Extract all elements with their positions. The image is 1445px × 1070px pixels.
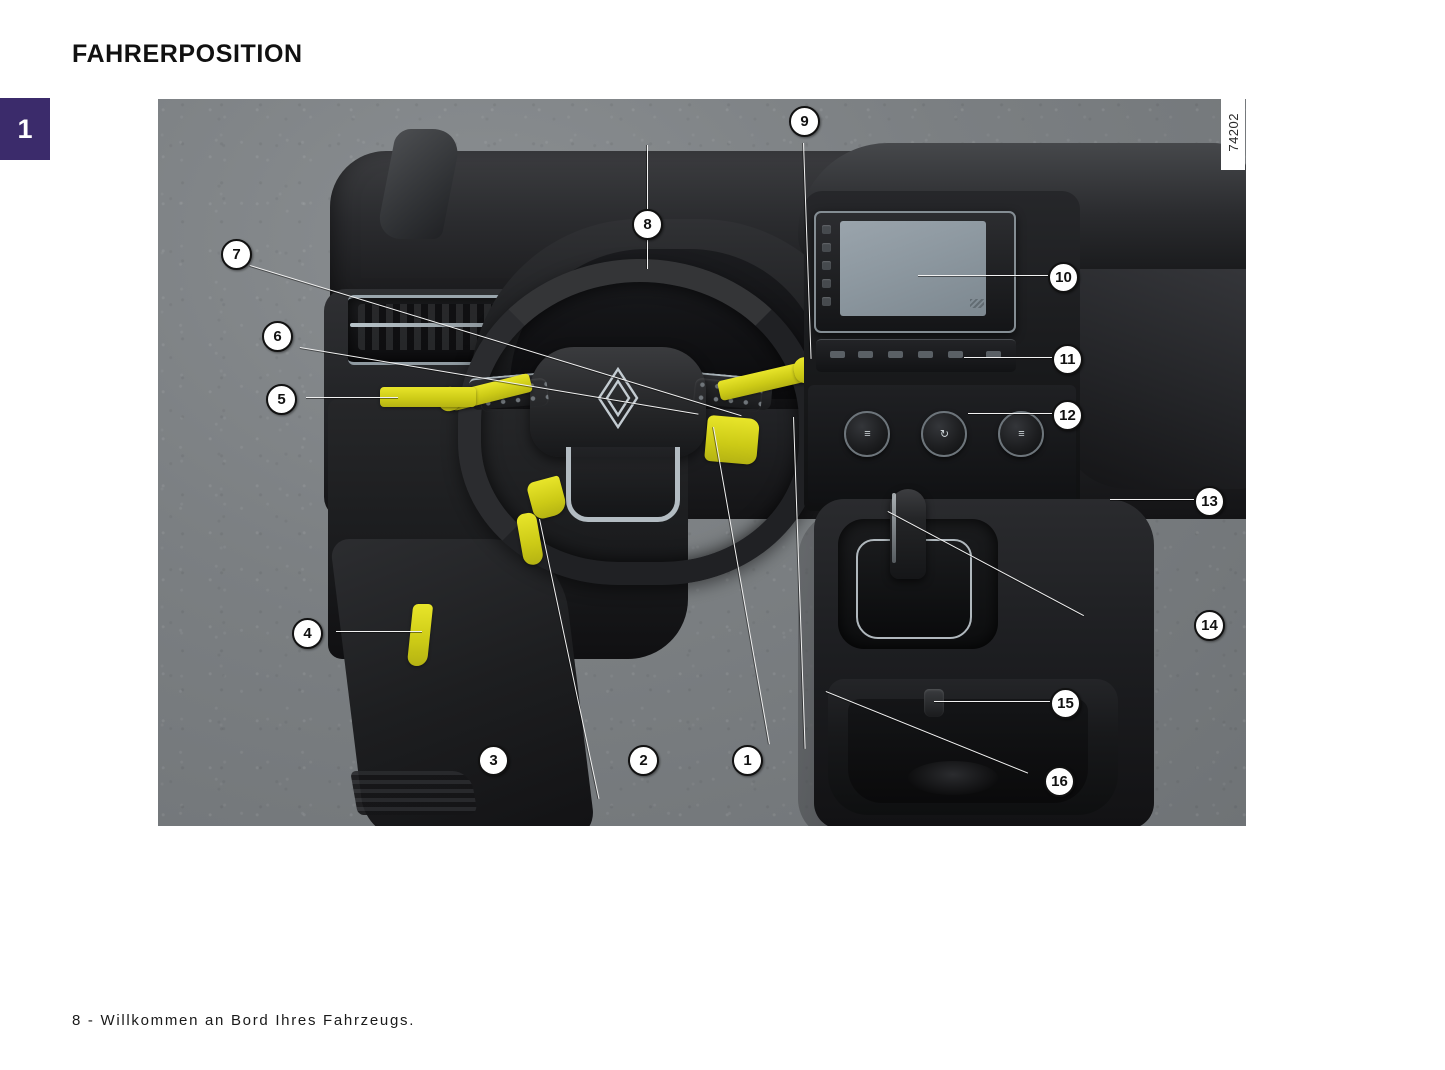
multimedia-side-button bbox=[822, 243, 831, 252]
media-button bbox=[888, 351, 903, 358]
callout-14[interactable]: 14 bbox=[1194, 610, 1225, 641]
callout-10[interactable]: 10 bbox=[1048, 262, 1079, 293]
multimedia-side-button bbox=[822, 297, 831, 306]
multimedia-side-button bbox=[822, 225, 831, 234]
callout-11[interactable]: 11 bbox=[1052, 344, 1083, 375]
callout-12[interactable]: 12 bbox=[1052, 400, 1083, 431]
steering-wheel-right-controls bbox=[704, 414, 760, 466]
footwell-ribbing bbox=[350, 771, 478, 815]
media-button bbox=[948, 351, 963, 358]
leader-line-15 bbox=[934, 701, 1050, 702]
cup-holder bbox=[908, 761, 998, 795]
leader-line-8 bbox=[647, 145, 648, 269]
callout-9[interactable]: 9 bbox=[789, 106, 820, 137]
callout-15[interactable]: 15 bbox=[1050, 688, 1081, 719]
callout-16[interactable]: 16 bbox=[1044, 766, 1075, 797]
media-button bbox=[830, 351, 845, 358]
steering-wheel-hub bbox=[530, 347, 706, 457]
steering-wheel-lower-spoke bbox=[566, 447, 680, 522]
leader-line-11 bbox=[964, 357, 1052, 358]
page-title: FAHRERPOSITION bbox=[72, 40, 303, 68]
leader-line-5 bbox=[306, 397, 398, 398]
multimedia-side-button bbox=[822, 279, 831, 288]
multimedia-brand-mark bbox=[970, 299, 984, 308]
dashboard-left-switch-panel bbox=[380, 387, 476, 407]
media-button bbox=[858, 351, 873, 358]
left-air-vent-chrome-trim bbox=[350, 323, 536, 327]
leader-line-4 bbox=[336, 631, 422, 632]
chapter-tab-number: 1 bbox=[17, 113, 33, 144]
callout-3[interactable]: 3 bbox=[478, 745, 509, 776]
climate-control-panel: ≡ ↻ ≡ bbox=[808, 385, 1076, 503]
fan-speed-knob-glyph: ≡ bbox=[1018, 428, 1025, 440]
callout-5[interactable]: 5 bbox=[266, 384, 297, 415]
leader-line-10 bbox=[918, 275, 1048, 276]
gear-selector-lever bbox=[890, 489, 926, 579]
callout-1[interactable]: 1 bbox=[732, 745, 763, 776]
temperature-knob: ≡ bbox=[844, 411, 890, 457]
fan-speed-knob: ≡ bbox=[998, 411, 1044, 457]
multimedia-side-button bbox=[822, 261, 831, 270]
renault-diamond-logo bbox=[597, 367, 639, 429]
multimedia-button-row bbox=[816, 339, 1016, 372]
multimedia-side-buttons bbox=[820, 225, 834, 313]
callout-7[interactable]: 7 bbox=[221, 239, 252, 270]
centre-console-latch bbox=[924, 689, 944, 717]
airflow-knob: ↻ bbox=[921, 411, 967, 457]
callout-4[interactable]: 4 bbox=[292, 618, 323, 649]
media-button bbox=[986, 351, 1001, 358]
multimedia-display bbox=[840, 221, 986, 316]
temperature-knob-glyph: ≡ bbox=[864, 428, 871, 440]
callout-13[interactable]: 13 bbox=[1194, 486, 1225, 517]
passenger-side-dashboard bbox=[1058, 269, 1246, 489]
callout-6[interactable]: 6 bbox=[262, 321, 293, 352]
callout-2[interactable]: 2 bbox=[628, 745, 659, 776]
chapter-tab: 1 bbox=[0, 98, 50, 160]
callout-8[interactable]: 8 bbox=[632, 209, 663, 240]
leader-line-13 bbox=[1110, 499, 1194, 500]
figure-reference-code: 74202 bbox=[1221, 95, 1245, 170]
airflow-knob-glyph: ↻ bbox=[939, 428, 949, 441]
gear-selector-lever-trim bbox=[892, 493, 896, 563]
figure-driver-position: ≡ ↻ ≡ 8 9 7 6 5 4 3 2 1 10 11 12 13 14 1 bbox=[158, 99, 1246, 826]
media-button bbox=[918, 351, 933, 358]
page-footer: 8 - Willkommen an Bord Ihres Fahrzeugs. bbox=[72, 1012, 416, 1029]
leader-line-12 bbox=[968, 413, 1052, 414]
